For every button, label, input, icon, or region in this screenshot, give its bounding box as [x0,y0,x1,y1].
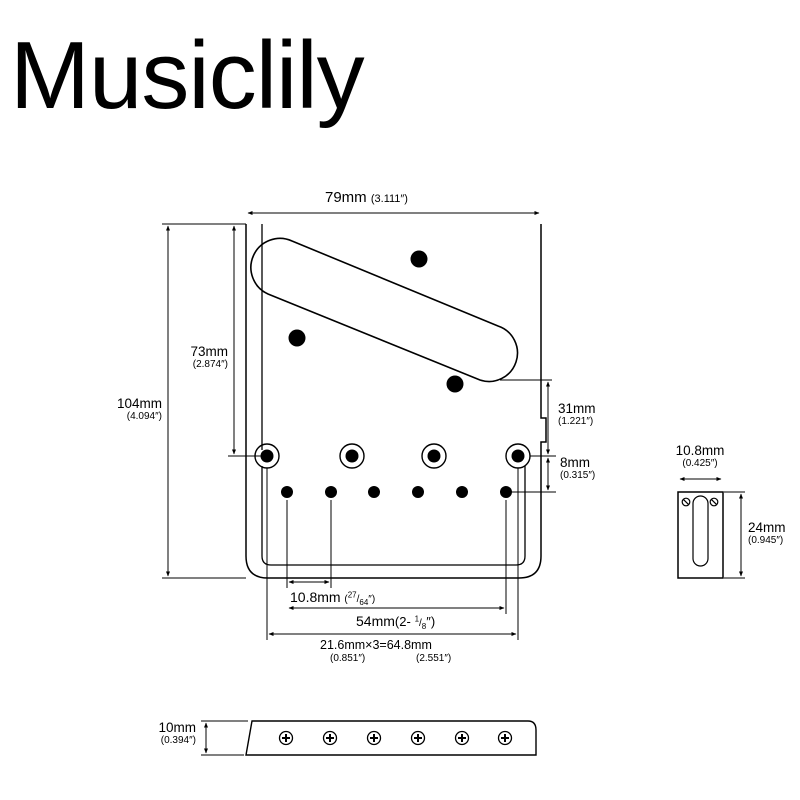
saddle-slot [692,495,709,567]
pickup-slot [250,237,519,383]
screw-span-label: 21.6mm×3=64.8mm (0.851″) (2.551″) [320,638,452,664]
saddle-drawing [677,477,745,579]
screw-to-holes-label: 8mm (0.315″) [560,455,596,481]
side-height-label: 10mm (0.394″) [158,720,196,746]
outer-holes-label: 54mm(2- 1/8″) [356,613,436,631]
width-inch: (3.111″) [370,193,408,205]
mounting-holes [288,250,464,393]
plus-hole-icon [454,730,470,746]
intonation-screws [254,443,531,469]
hole-pitch-label: 10.8mm (27/64″) [290,589,376,607]
height-to-screws-label: 73mm (2.874″) [190,344,228,370]
dimension-lines [162,211,556,640]
plus-hole-icon [497,730,513,746]
saddle-width-label: 10.8mm (0.425″) [675,443,725,469]
intonation-screw [421,443,447,469]
baseplate-channel [261,224,526,566]
string-hole [281,486,293,498]
string-hole [325,486,337,498]
mounting-hole [446,375,464,393]
plus-hole-icon [410,730,426,746]
side-profile-holes [278,730,513,746]
plus-hole-icon [366,730,382,746]
rear-depth-label: 31mm (1.221″) [558,401,596,427]
string-hole [412,486,424,498]
baseplate-outline [245,224,547,579]
saddle-screw-icon [709,497,719,507]
mounting-hole [410,250,428,268]
brand-logo: Musiclily [10,22,365,129]
height-total-label: 104mm (4.094″) [116,396,162,422]
side-profile-outline [245,720,537,756]
plus-hole-icon [322,730,338,746]
width-mm: 79mm [325,189,367,206]
saddle-outline [677,491,724,579]
width-label: 79mm (3.111″) [325,189,408,206]
string-hole [456,486,468,498]
saddle-length-label: 24mm (0.945″) [748,520,786,546]
saddle-screw-icon [681,497,691,507]
plus-hole-icon [278,730,294,746]
string-holes [281,486,512,498]
string-hole [500,486,512,498]
intonation-screw [505,443,531,469]
string-hole [368,486,380,498]
side-profile [201,720,537,756]
intonation-screw [339,443,365,469]
mounting-hole [288,329,306,347]
